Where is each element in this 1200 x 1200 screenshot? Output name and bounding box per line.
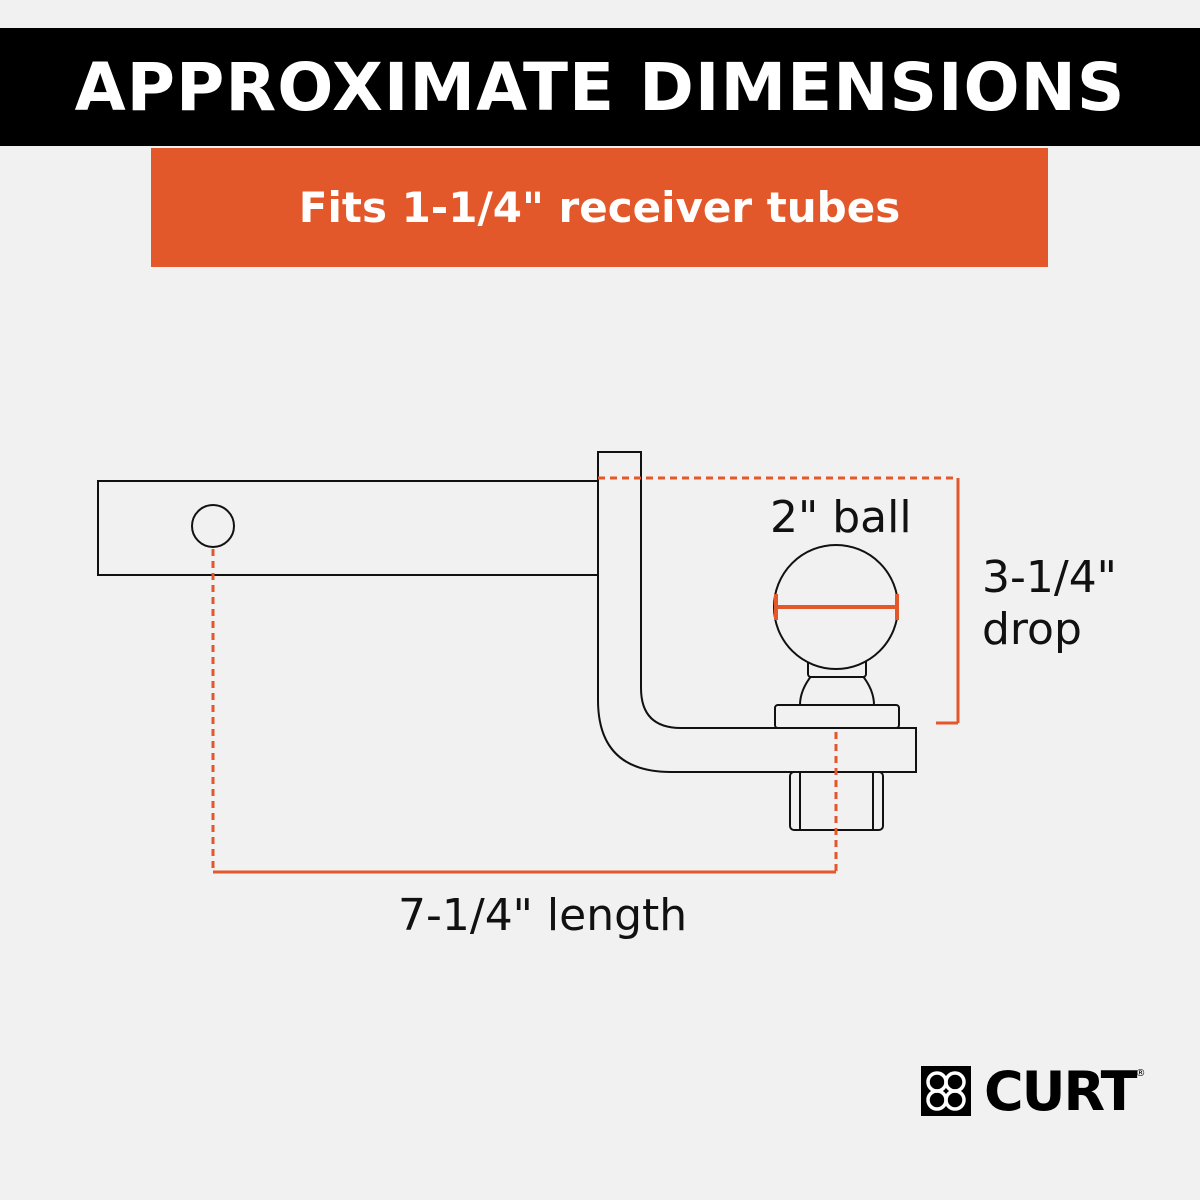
- receiver-banner-text: Fits 1-1/4" receiver tubes: [298, 183, 901, 232]
- ball-size-label: 2" ball: [770, 492, 912, 543]
- drop-value: 3-1/4": [982, 552, 1117, 603]
- trademark-mark: ®: [1135, 1068, 1146, 1079]
- length-label: 7-1/4" length: [398, 890, 688, 941]
- brand-name: CURT: [984, 1059, 1137, 1123]
- hitch-ball: [773, 544, 900, 831]
- receiver-banner: Fits 1-1/4" receiver tubes: [151, 148, 1048, 267]
- shank-outline: [97, 480, 599, 576]
- header-bar: APPROXIMATE DIMENSIONS: [0, 28, 1200, 146]
- pin-hole: [191, 504, 235, 548]
- drop-label: 3-1/4" drop: [982, 552, 1117, 656]
- header-title: APPROXIMATE DIMENSIONS: [74, 48, 1126, 126]
- curt-logo-icon: [921, 1066, 971, 1116]
- brand-logo: CURT ®: [920, 1059, 1146, 1123]
- dimension-lines: [211, 476, 960, 874]
- drop-word: drop: [982, 604, 1082, 655]
